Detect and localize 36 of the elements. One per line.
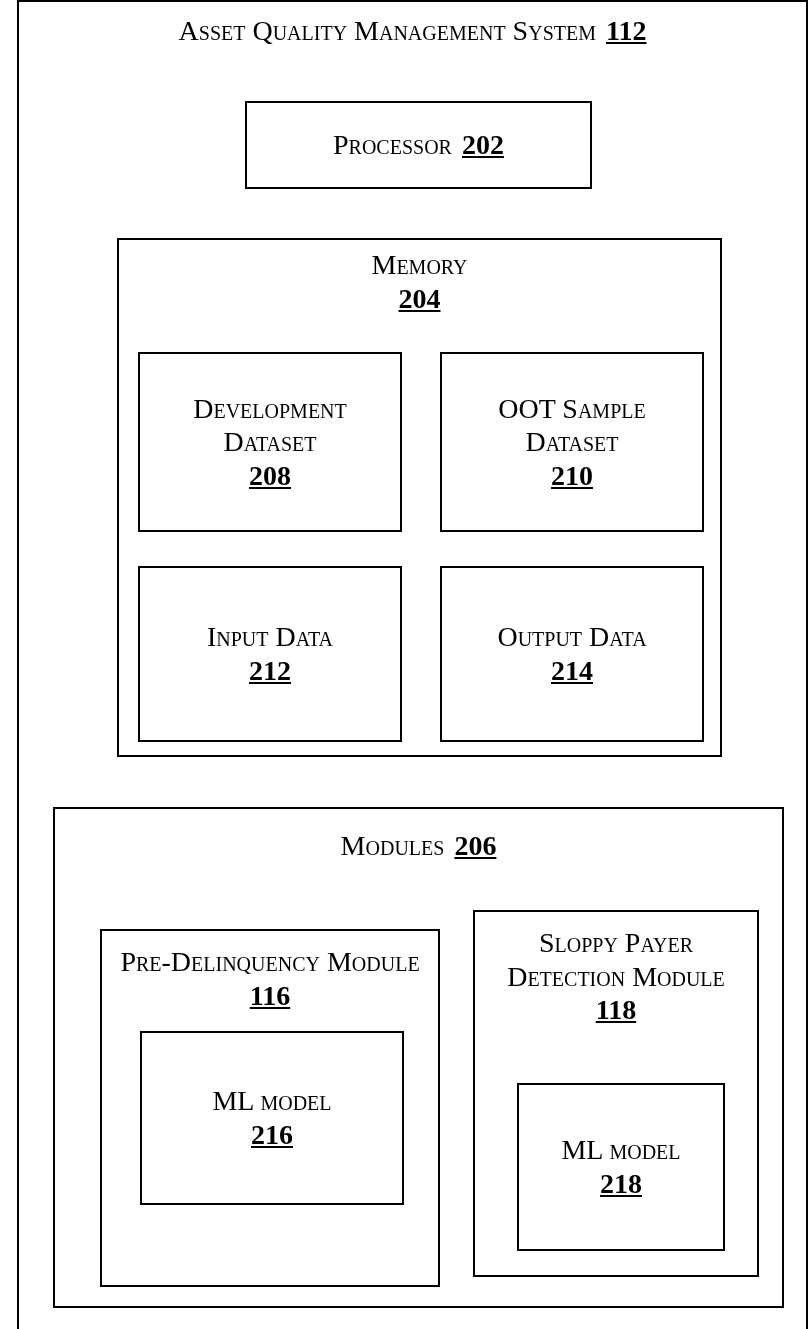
- reference-numeral: 116: [249, 978, 291, 1013]
- reference-numeral: 204: [398, 281, 441, 316]
- module-box: [473, 910, 759, 1277]
- processor-box: [245, 101, 592, 189]
- box-title: Output Data: [497, 620, 647, 654]
- system-box: [17, 0, 808, 1329]
- box-title: Modules: [340, 829, 445, 863]
- reference-numeral: 214: [551, 654, 593, 688]
- reference-numeral: 118: [595, 993, 637, 1027]
- reference-numeral: 206: [454, 829, 497, 863]
- box-title: Pre-Delinquency Module: [120, 945, 420, 979]
- box-title: Processor: [333, 128, 452, 162]
- box-title: Development Dataset: [192, 391, 348, 459]
- model-box: [140, 1031, 404, 1205]
- reference-numeral: 216: [251, 1118, 293, 1152]
- model-box: [517, 1083, 725, 1251]
- box-title: ML model: [212, 1084, 332, 1118]
- reference-numeral: 212: [249, 654, 291, 688]
- reference-numeral: 202: [461, 128, 504, 162]
- modules-box: [53, 807, 784, 1308]
- box-title: Input Data: [206, 620, 334, 654]
- box-title: Memory: [371, 248, 468, 282]
- memory-box: [117, 238, 722, 757]
- box-title: ML model: [561, 1133, 681, 1167]
- reference-numeral: 208: [249, 458, 291, 493]
- reference-numeral: 218: [600, 1167, 642, 1201]
- reference-numeral: 112: [606, 14, 647, 48]
- dataset-box: [138, 352, 402, 532]
- reference-numeral: 210: [551, 458, 593, 493]
- box-title: OOT Sample Dataset: [497, 391, 647, 459]
- box-title: Sloppy Payer Detection Module: [506, 926, 726, 994]
- data-box: [138, 566, 402, 742]
- data-box: [440, 566, 704, 742]
- box-title: Asset Quality Management System: [178, 14, 596, 48]
- module-box: [100, 929, 440, 1287]
- dataset-box: [440, 352, 704, 532]
